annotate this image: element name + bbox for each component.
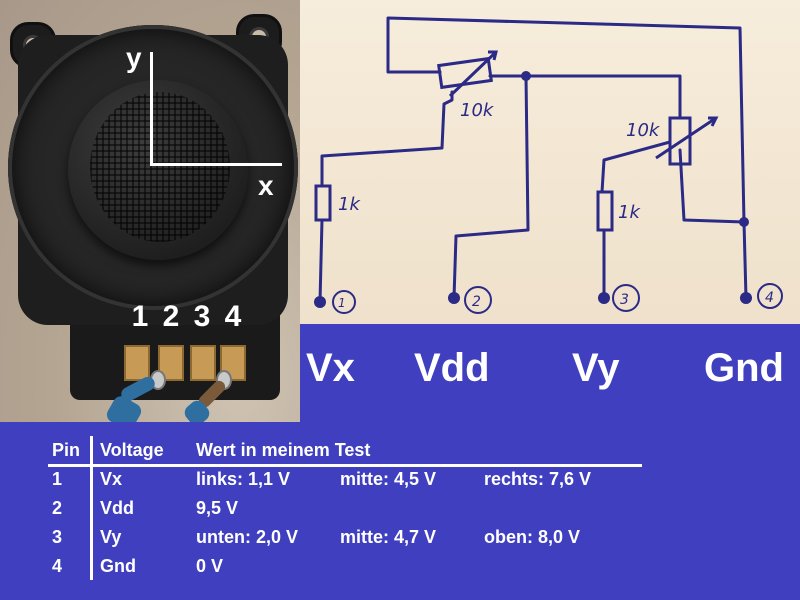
cell-pin: 2	[52, 498, 63, 518]
table-row: 4 Gnd 0 V	[48, 556, 648, 585]
cell-pin: 3	[52, 527, 63, 547]
cell-value-1: links: 1,1 V	[196, 469, 291, 489]
resistor-2-body	[596, 190, 614, 232]
cell-pin: 1	[52, 469, 63, 489]
wire-pot1-wiper	[320, 90, 454, 188]
pin-circle-label-4: 4	[765, 290, 774, 306]
pin-circle-1	[332, 290, 356, 314]
pin-name-vy: Vy	[572, 346, 620, 390]
solder-pad-1	[124, 345, 150, 381]
pin-dot-3	[598, 292, 610, 304]
wire-vdd-pin2	[452, 74, 530, 300]
y-axis-line	[150, 52, 153, 166]
header-test-values: Wert in meinem Test	[196, 440, 371, 460]
pin-number-4: 4	[224, 300, 242, 333]
pin-name-vx: Vx	[306, 346, 355, 390]
wire-top-loop	[386, 16, 746, 224]
table-horizontal-rule	[48, 464, 642, 467]
cell-value-1: 9,5 V	[196, 498, 239, 518]
resistor-1-body	[314, 184, 332, 222]
wire-r1-to-pin1	[318, 218, 324, 304]
cell-voltage: Vdd	[100, 498, 134, 518]
pin-name-gnd: Gnd	[704, 346, 784, 390]
pin-number-2: 2	[162, 300, 180, 333]
cell-voltage: Vy	[100, 527, 122, 547]
pin-circle-4	[757, 283, 783, 309]
pin-voltage-table: Pin Voltage Wert in meinem Test 1 Vx lin…	[48, 436, 648, 585]
wire-gnd-pin4	[742, 220, 748, 300]
table-row: 3 Vy unten: 2,0 V mitte: 4,7 V oben: 8,0…	[48, 527, 648, 556]
pin-dot-2	[448, 292, 460, 304]
pin-circle-2	[464, 286, 492, 314]
pot-1-label: 10k	[460, 100, 495, 121]
cap-texture	[90, 92, 230, 242]
junction-vdd	[521, 71, 531, 81]
pin-number-1: 1	[131, 300, 149, 333]
pot-2-arrow	[655, 116, 719, 160]
pin-number-row: 1 2 3 4	[128, 300, 245, 334]
pot-1-arrow	[448, 50, 498, 98]
cell-pin: 4	[52, 556, 63, 576]
cell-value-2: mitte: 4,5 V	[340, 469, 437, 489]
joystick-photo: y x 1 2 3 4	[0, 0, 300, 422]
pin-dot-4	[740, 292, 752, 304]
x-axis-label: x	[258, 170, 274, 201]
table-header-row: Pin Voltage Wert in meinem Test	[48, 440, 648, 469]
x-axis-line	[150, 163, 282, 166]
cell-value-3: rechts: 7,6 V	[484, 469, 592, 489]
cell-voltage: Gnd	[100, 556, 136, 576]
cell-value-1: 0 V	[196, 556, 224, 576]
schematic-drawing: 1 2 3 4 1k 10k 10k 1k	[300, 0, 800, 324]
schematic-svg: 1 2 3 4 1k 10k 10k 1k	[314, 16, 783, 314]
table-row: 2 Vdd 9,5 V	[48, 498, 648, 527]
cell-value-1: unten: 2,0 V	[196, 527, 299, 547]
resistor-1-label: 1k	[338, 194, 361, 215]
pin-name-vdd: Vdd	[414, 346, 490, 390]
pin-dot-1	[314, 296, 326, 308]
table-row: 1 Vx links: 1,1 V mitte: 4,5 V rechts: 7…	[48, 469, 648, 498]
pin-circle-label-1: 1	[338, 296, 346, 310]
wire-pot2-wiper	[600, 140, 672, 194]
header-pin: Pin	[52, 440, 81, 460]
pot-2-label: 10k	[626, 120, 661, 141]
header-voltage: Voltage	[100, 440, 164, 460]
junction-gnd	[739, 217, 749, 227]
table-vertical-rule	[90, 436, 93, 580]
pin-number-3: 3	[193, 300, 211, 333]
solder-pad-4	[220, 345, 246, 381]
pin-circle-label-3: 3	[620, 292, 629, 308]
cell-value-3: oben: 8,0 V	[484, 527, 581, 547]
solder-pad-2	[158, 345, 184, 381]
cell-value-2: mitte: 4,7 V	[340, 527, 437, 547]
pot-1-body	[437, 56, 493, 90]
wire-pot2-gnd	[678, 148, 746, 224]
y-axis-label: y	[126, 42, 142, 73]
pin-circle-label-2: 2	[472, 294, 481, 310]
cell-voltage: Vx	[100, 469, 123, 489]
joystick-cap	[68, 80, 248, 260]
solder-pad-3	[190, 345, 216, 381]
resistor-2-label: 1k	[618, 202, 641, 223]
wire-vdd-bus	[524, 74, 682, 118]
pin-circle-3	[612, 284, 640, 312]
pot-2-body	[668, 116, 692, 166]
